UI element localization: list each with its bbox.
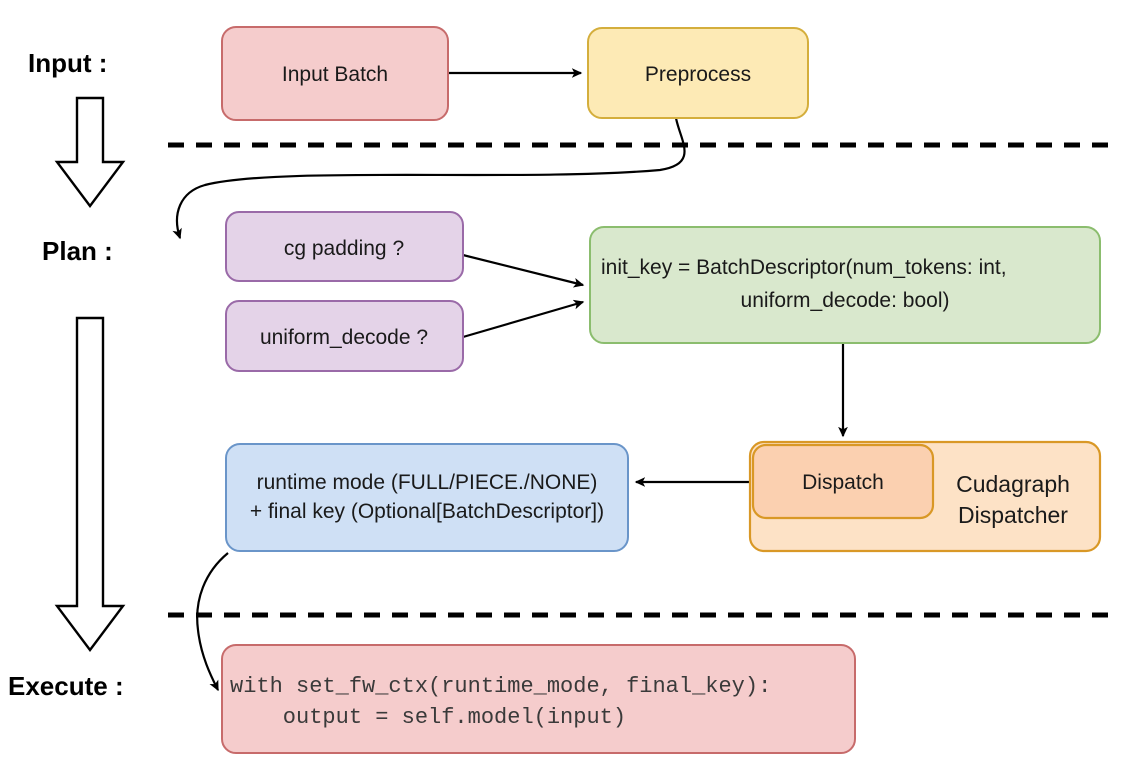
node-cg-padding-shape bbox=[225, 211, 464, 282]
stage-label-plan: Plan : bbox=[42, 236, 113, 266]
node-runtime-mode-shape bbox=[225, 443, 629, 552]
edge-cg-padding-to-init-key bbox=[462, 253, 585, 288]
node-input-batch-shape bbox=[221, 26, 449, 121]
node-input-batch-label: Input Batch bbox=[282, 63, 388, 86]
edge-runtime-mode-to-execute-code bbox=[196, 552, 229, 692]
node-runtime-mode-label-line2: + final key (Optional[BatchDescriptor]) bbox=[250, 500, 604, 523]
edge-uniform-decode-to-init-key bbox=[462, 299, 585, 339]
edge-preprocess-to-cg-padding bbox=[172, 117, 686, 240]
node-cudagraph-dispatcher-label-line2: Dispatcher bbox=[958, 502, 1068, 528]
node-init-key-label-line2: uniform_decode: bool) bbox=[741, 289, 950, 312]
node-dispatch-label: Dispatch bbox=[802, 471, 884, 494]
node-preprocess-label: Preprocess bbox=[645, 63, 751, 86]
stage-arrow-input-to-plan-icon bbox=[54, 96, 126, 208]
node-preprocess-shape bbox=[587, 27, 809, 119]
node-init-key-label-line1: init_key = BatchDescriptor(num_tokens: i… bbox=[601, 256, 1007, 279]
node-input-batch[interactable]: Input Batch bbox=[221, 26, 449, 121]
node-cudagraph-dispatcher-label-line1: Cudagraph bbox=[956, 471, 1070, 497]
node-runtime-mode-final-key[interactable]: runtime mode (FULL/PIECE./NONE) + final … bbox=[225, 443, 629, 552]
node-runtime-mode-label-line1: runtime mode (FULL/PIECE./NONE) bbox=[257, 471, 598, 494]
node-execute-code[interactable]: with set_fw_ctx(runtime_mode, final_key)… bbox=[221, 644, 856, 754]
stage-arrow-plan-to-execute-icon bbox=[54, 316, 126, 652]
node-init-key-shape bbox=[589, 226, 1101, 344]
node-uniform-decode-shape bbox=[225, 300, 464, 372]
node-init-key-batch-descriptor[interactable]: init_key = BatchDescriptor(num_tokens: i… bbox=[589, 226, 1101, 344]
node-execute-code-shape bbox=[221, 644, 856, 754]
node-uniform-decode[interactable]: uniform_decode ? bbox=[225, 300, 464, 372]
stage-label-execute: Execute : bbox=[8, 671, 124, 701]
stage-label-input: Input : bbox=[28, 48, 107, 78]
node-execute-code-line1: with set_fw_ctx(runtime_mode, final_key)… bbox=[230, 674, 771, 699]
node-dispatch-shape bbox=[751, 443, 935, 520]
node-execute-code-line2: output = self.model(input) bbox=[230, 705, 626, 730]
node-dispatch[interactable]: Dispatch bbox=[751, 443, 935, 520]
node-preprocess[interactable]: Preprocess bbox=[587, 27, 809, 119]
node-uniform-decode-label: uniform_decode ? bbox=[260, 326, 428, 349]
node-cg-padding-label: cg padding ? bbox=[284, 237, 404, 260]
node-cg-padding[interactable]: cg padding ? bbox=[225, 211, 464, 282]
